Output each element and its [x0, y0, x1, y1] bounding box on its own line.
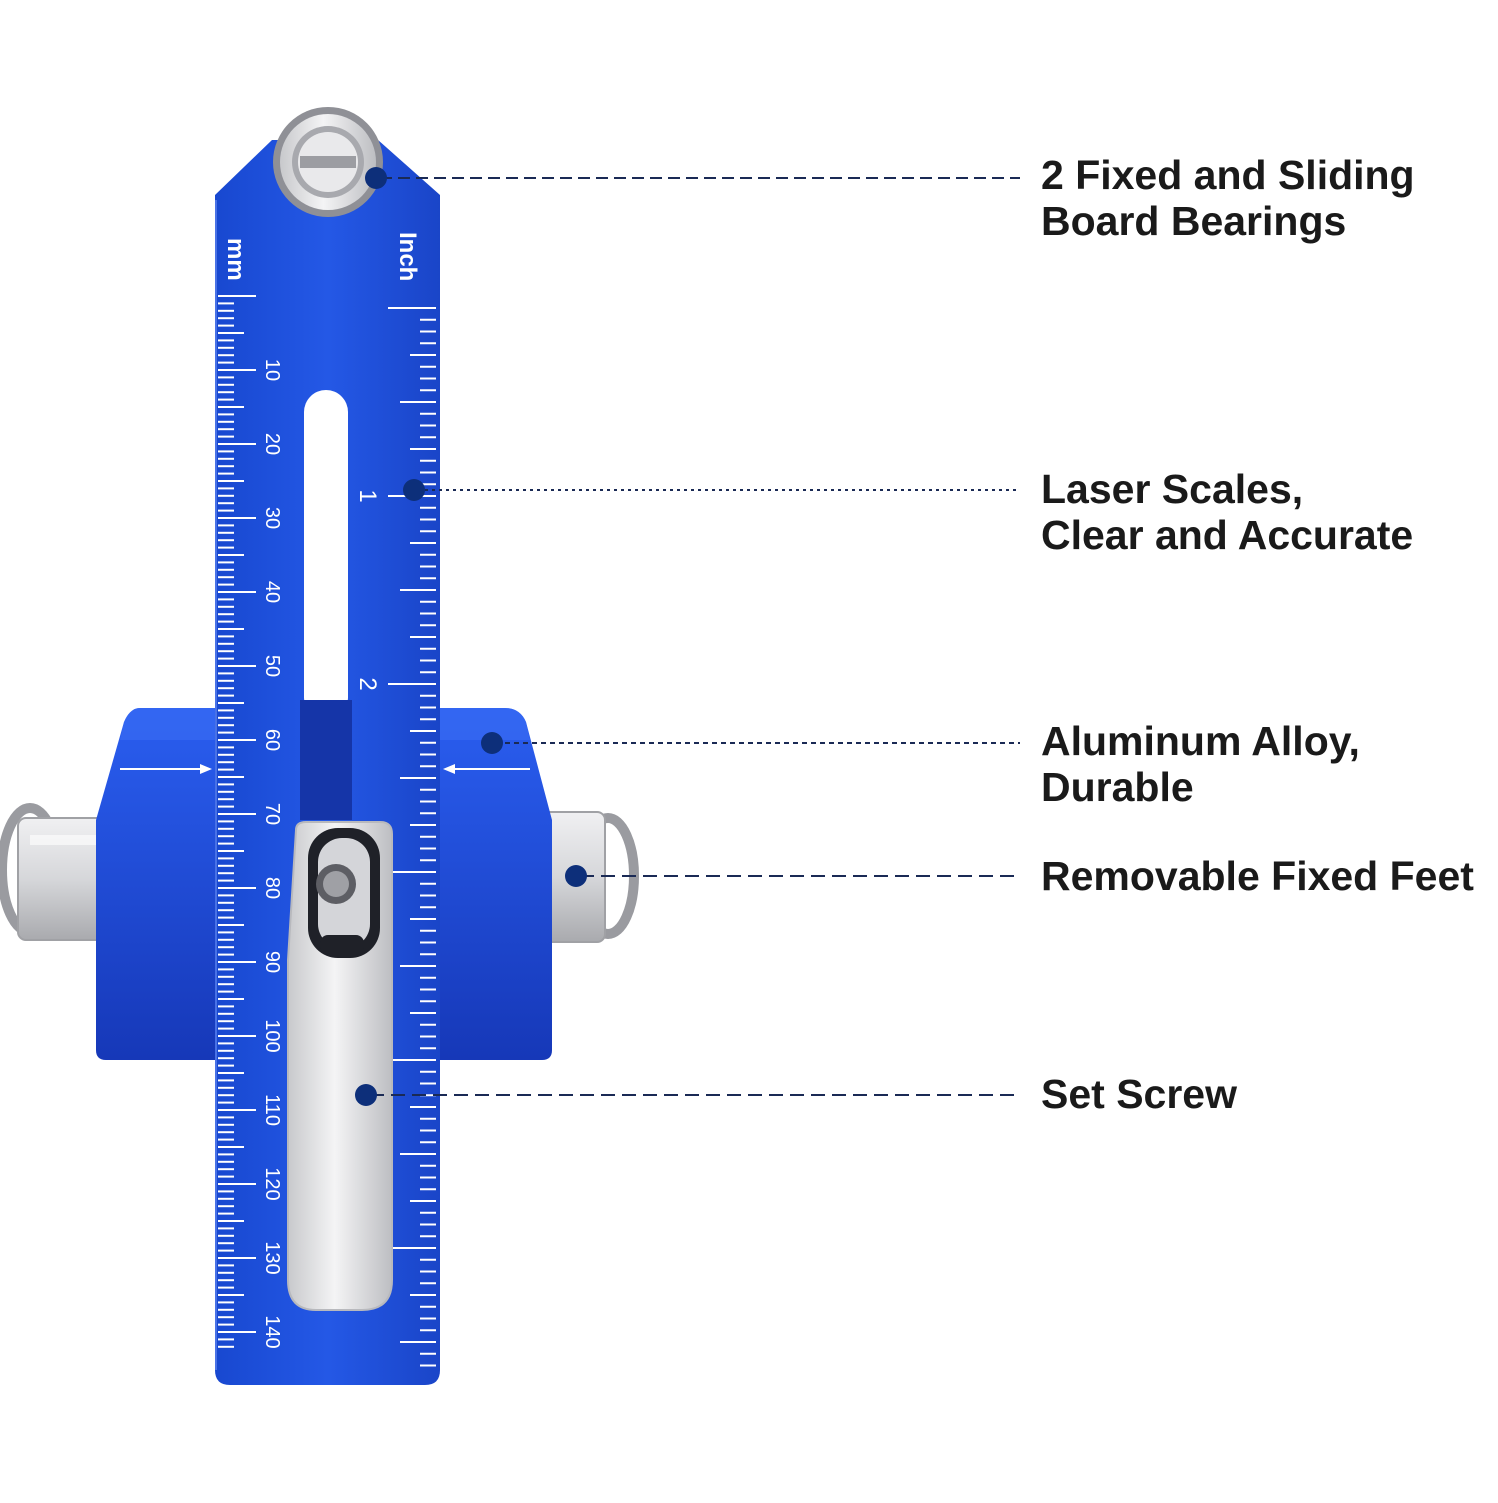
inch-number: 1	[354, 489, 381, 502]
mm-number: 40	[261, 581, 283, 603]
callout-dot-scales	[403, 479, 425, 501]
callout-text: Clear and Accurate	[1041, 512, 1414, 558]
callout-dot-screw	[355, 1084, 377, 1106]
mm-number: 110	[261, 1094, 283, 1126]
callout-text: Set Screw	[1041, 1071, 1237, 1117]
mm-number: 50	[261, 655, 283, 677]
mm-number: 60	[261, 729, 283, 751]
callout-label-bearings: 2 Fixed and Sliding Board Bearings	[1041, 152, 1415, 244]
callout-text: Aluminum Alloy,	[1041, 718, 1360, 764]
top-bearing	[273, 107, 383, 217]
mm-number: 20	[261, 433, 283, 455]
inch-unit-label: Inch	[394, 232, 421, 281]
set-screw-lever	[287, 821, 393, 1311]
left-foot	[0, 803, 109, 941]
inch-scale-ticks	[388, 307, 436, 1367]
callout-lines	[355, 167, 1020, 1106]
mm-number: 100	[261, 1019, 283, 1052]
callout-text: Removable Fixed Feet	[1041, 853, 1474, 899]
callout-label-feet: Removable Fixed Feet	[1041, 853, 1474, 899]
mm-number: 140	[261, 1315, 283, 1348]
callout-text: 2 Fixed and Sliding	[1041, 152, 1415, 198]
callout-dot-feet	[565, 865, 587, 887]
callout-text: Laser Scales,	[1041, 466, 1304, 512]
mm-unit-label: mm	[222, 238, 249, 281]
mm-number: 130	[261, 1241, 283, 1274]
mm-scale-ticks	[218, 295, 256, 1348]
callout-label-screw: Set Screw	[1041, 1071, 1237, 1117]
callout-text: Board Bearings	[1041, 198, 1347, 244]
mm-number: 120	[261, 1167, 283, 1200]
callout-text: Durable	[1041, 764, 1194, 810]
mm-number: 30	[261, 507, 283, 529]
mm-scale-numbers: 10 20 30 40 50 60 70 80 90 100 110 120 130 140	[261, 359, 283, 1349]
mm-number: 80	[261, 877, 283, 899]
mm-number: 70	[261, 803, 283, 825]
callout-dot-alloy	[481, 732, 503, 754]
mm-number: 90	[261, 951, 283, 973]
inch-number: 2	[354, 677, 381, 690]
callout-label-scales: Laser Scales, Clear and Accurate	[1041, 466, 1413, 558]
callout-label-alloy: Aluminum Alloy, Durable	[1041, 718, 1360, 810]
callout-dot-bearings	[365, 167, 387, 189]
mm-number: 10	[261, 359, 283, 381]
inch-scale-numbers: 12	[354, 489, 381, 690]
